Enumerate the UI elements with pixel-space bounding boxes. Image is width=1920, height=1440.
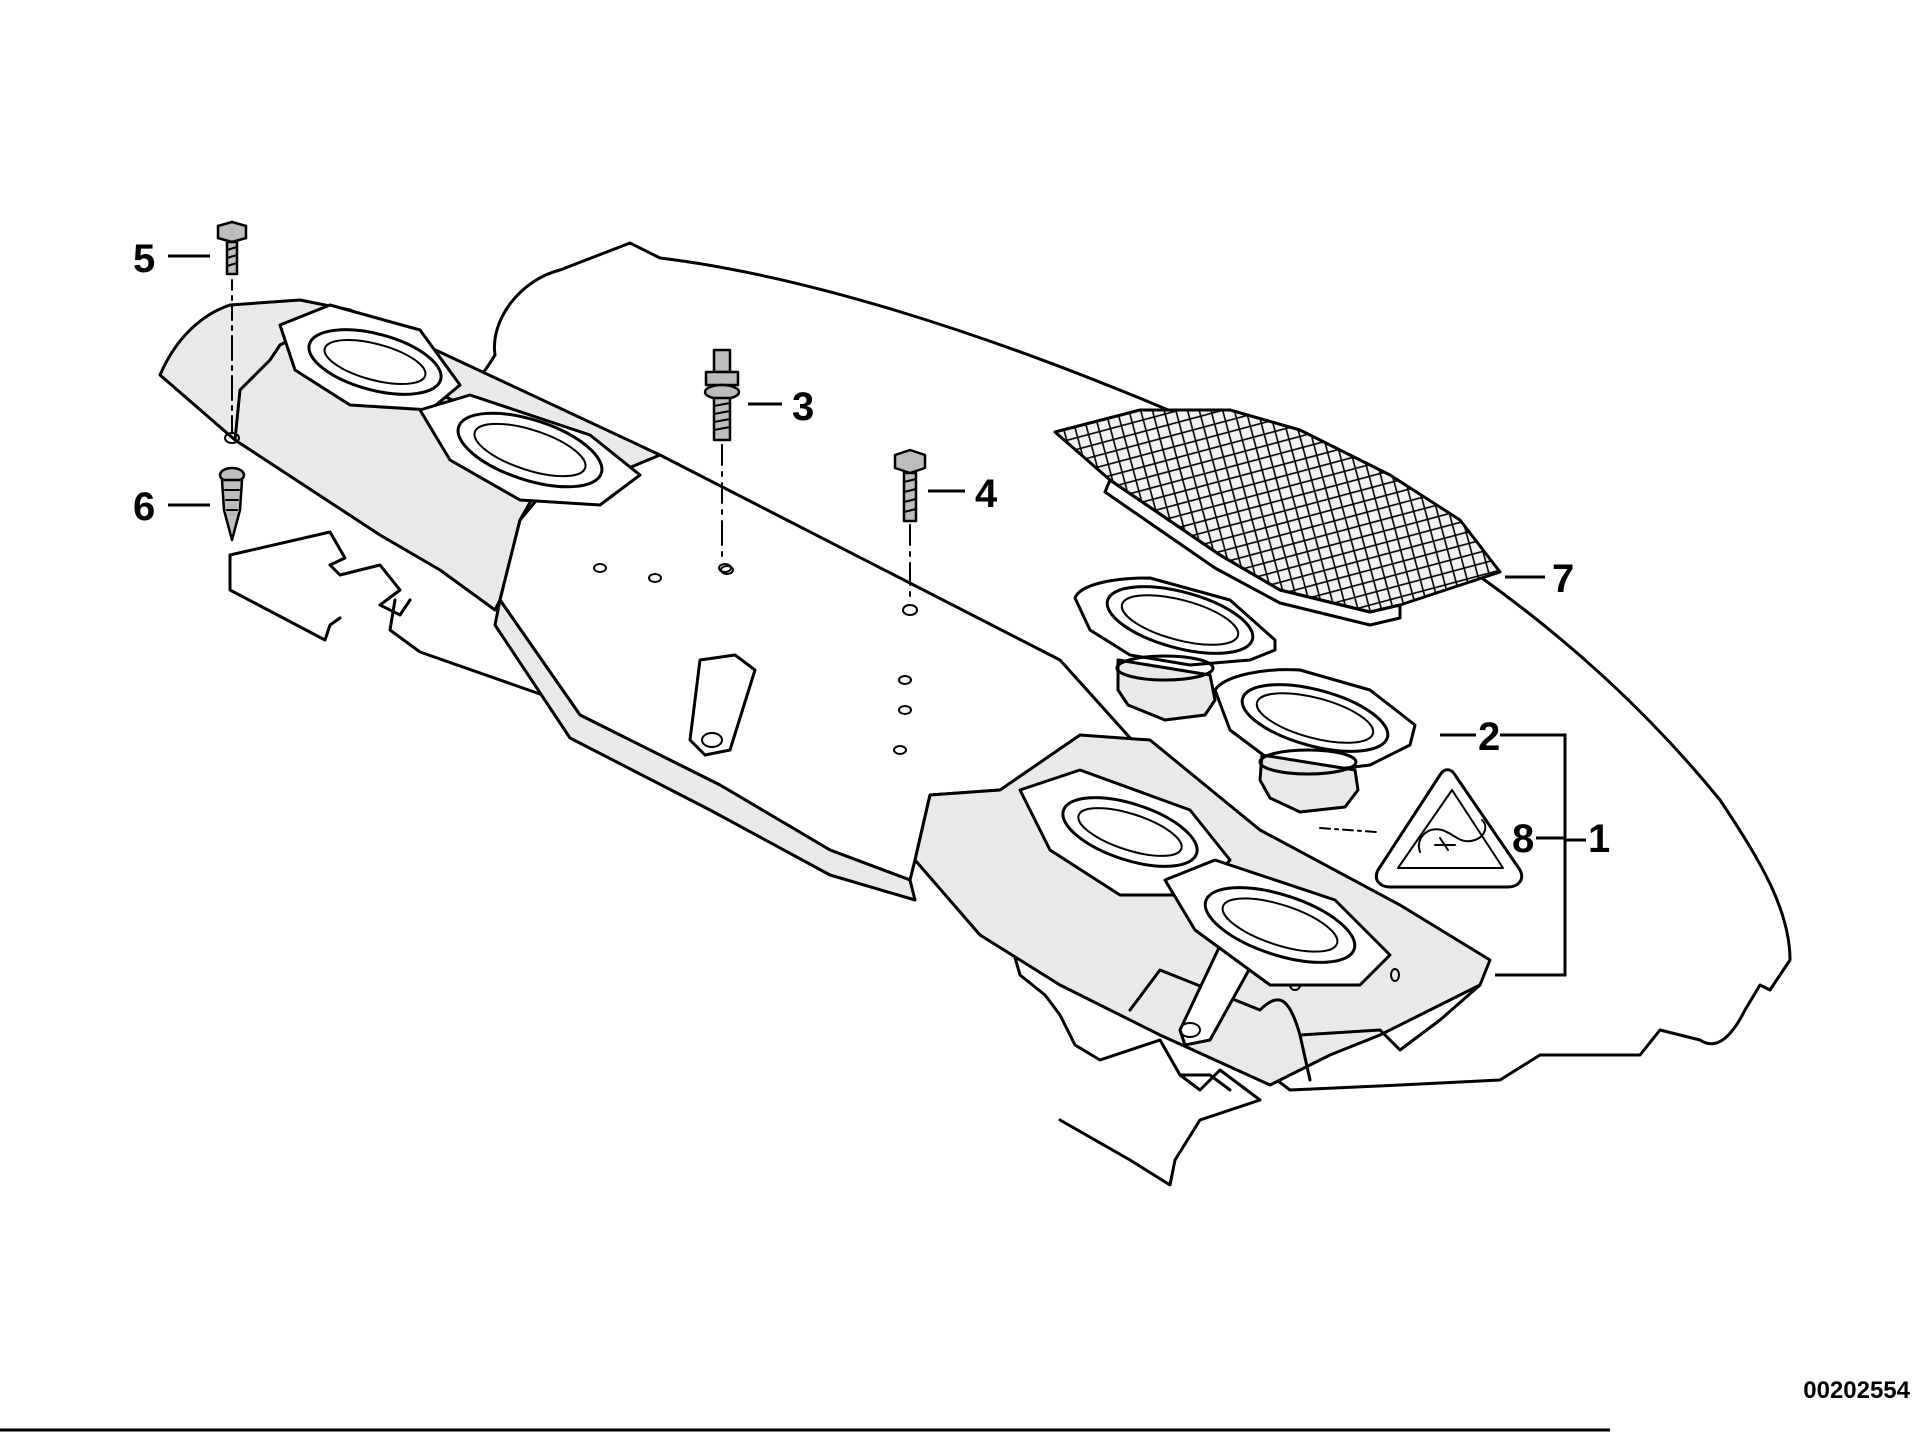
callout-6: 6 xyxy=(133,485,155,529)
speaker-grille-7 xyxy=(1053,408,1502,627)
callout-labels: 5 6 3 4 7 2 8 1 xyxy=(133,237,1610,861)
screw-5 xyxy=(216,220,248,444)
callout-8: 8 xyxy=(1512,817,1534,861)
bolt-3 xyxy=(703,348,741,573)
loudspeaker-lower xyxy=(1213,668,1417,814)
callout-3: 3 xyxy=(792,385,814,429)
clip-6 xyxy=(218,466,246,542)
callout-4: 4 xyxy=(975,472,998,516)
assembly-bracket xyxy=(1495,733,1586,977)
left-speaker-openings xyxy=(278,303,642,507)
callout-2: 2 xyxy=(1478,715,1500,759)
right-speaker-openings xyxy=(1018,768,1392,987)
callout-1: 1 xyxy=(1588,817,1610,861)
document-number: 00202554 xyxy=(1803,1377,1910,1404)
callout-7: 7 xyxy=(1552,557,1574,601)
loudspeaker-upper xyxy=(1073,576,1277,722)
plug-warning-triangle xyxy=(1319,768,1524,889)
bolt-4 xyxy=(893,448,927,616)
callout-leaders xyxy=(168,254,1545,737)
callout-5: 5 xyxy=(133,237,155,281)
